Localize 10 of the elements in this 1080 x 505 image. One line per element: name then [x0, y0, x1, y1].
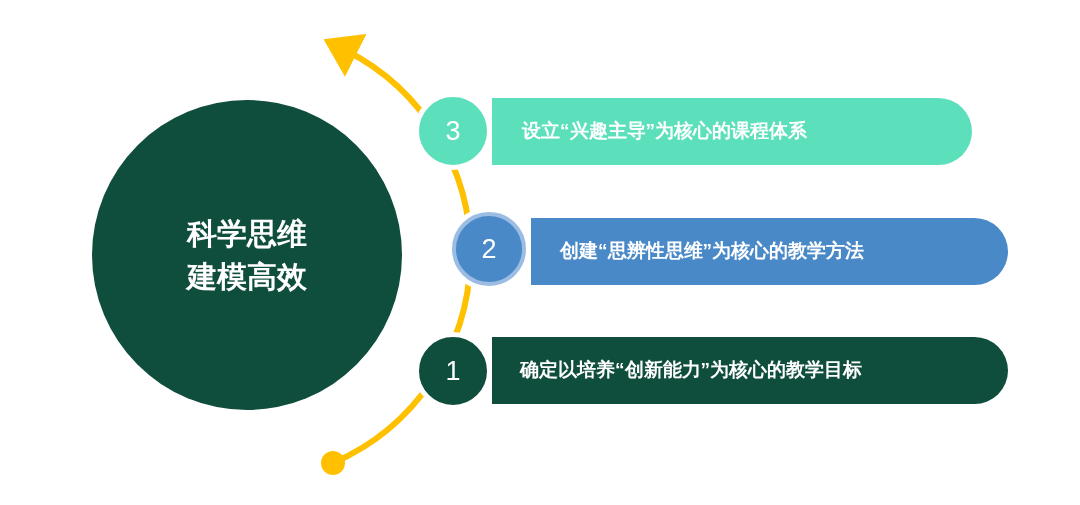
step-band: [492, 337, 1008, 404]
step-text: 设立“兴趣主导”为核心的课程体系: [522, 119, 807, 144]
step-number: 3: [445, 114, 461, 148]
step-number: 2: [481, 232, 497, 266]
step-number: 1: [445, 354, 461, 388]
main-title: 科学思维建模高效: [187, 215, 307, 295]
step-text: 创建“思辨性思维”为核心的教学方法: [560, 239, 864, 264]
step-text: 确定以培养“创新能力”为核心的教学目标: [520, 358, 862, 383]
step-band: [531, 218, 1008, 285]
step-band: [492, 98, 972, 165]
